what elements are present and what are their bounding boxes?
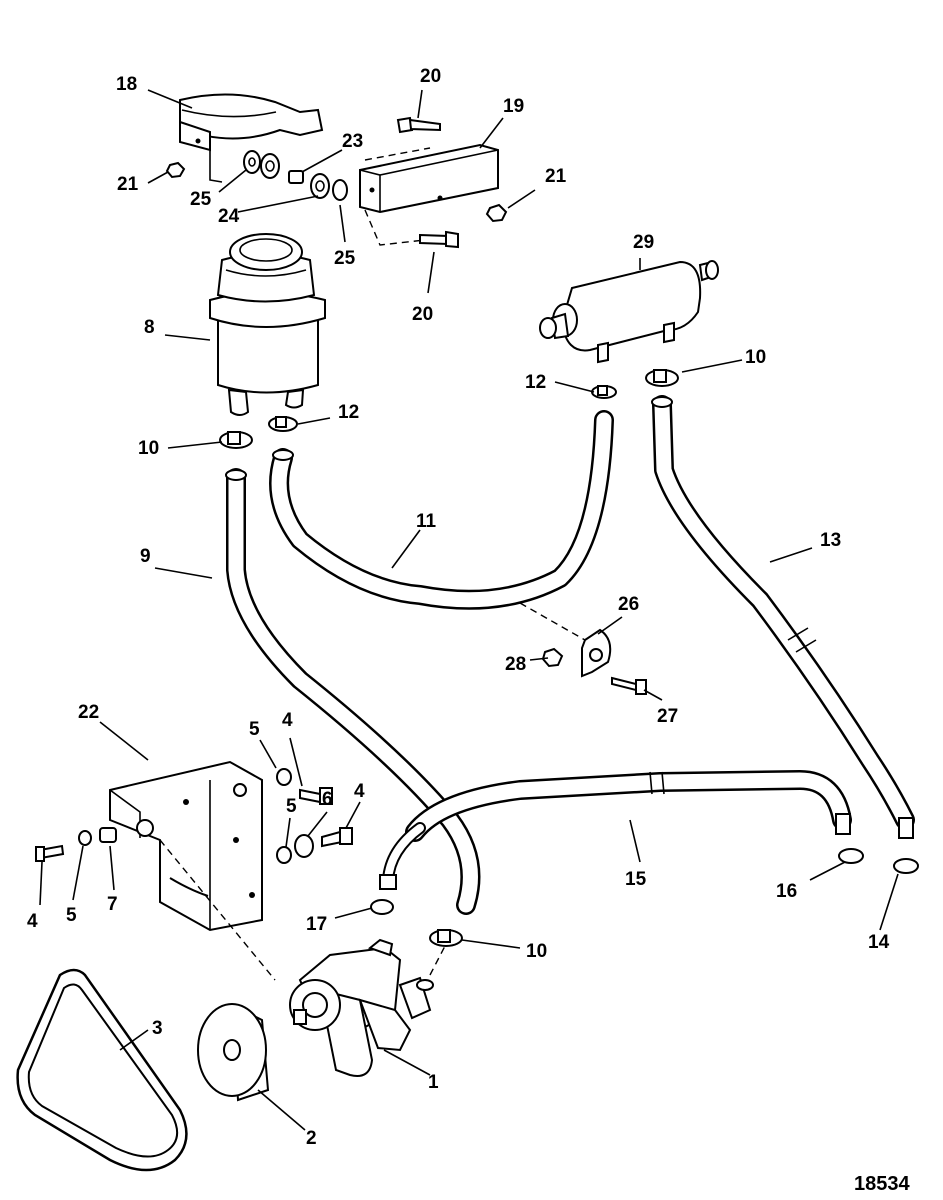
part-18-clamp (179, 93, 324, 183)
callout-25-right: 25 (334, 248, 356, 269)
part-24-bushing-right (310, 173, 330, 199)
part-12-clamp-left (268, 416, 298, 432)
hose-13 (651, 395, 915, 830)
part-21-nut-right (485, 203, 508, 223)
callout-26: 26 (618, 594, 639, 615)
hose-11 (269, 410, 614, 610)
part-2-pulley (197, 1003, 270, 1102)
part-12-clamp-right (591, 385, 617, 399)
callout-20-bottom: 20 (412, 304, 433, 325)
callout-numbers: 18 20 19 23 21 21 25 24 25 29 20 8 10 12… (27, 66, 890, 1149)
callout-17: 17 (306, 914, 327, 935)
callout-9: 9 (140, 546, 151, 567)
part-5-washer-top (276, 768, 292, 786)
callout-3: 3 (152, 1018, 163, 1039)
part-21-nut-left (165, 161, 186, 179)
part-8-reservoir (209, 233, 326, 416)
part-5-washer-mid (276, 846, 292, 864)
callout-14: 14 (868, 932, 890, 953)
part-17-o-ring (370, 899, 394, 915)
callout-21-right: 21 (545, 166, 567, 187)
part-23-spacer (288, 170, 304, 184)
fittings-14-16 (379, 813, 914, 890)
part-4-bolt-left (35, 844, 65, 862)
callout-2: 2 (306, 1128, 317, 1149)
callout-4-left: 4 (27, 911, 38, 932)
callout-12-left: 12 (338, 402, 359, 423)
part-10-clamp-bottom (429, 929, 463, 947)
part-25-washer-right (332, 179, 348, 201)
part-7-spacer (99, 827, 117, 843)
part-29-cooler (539, 260, 719, 364)
part-25-washer-left (243, 150, 261, 174)
callout-23: 23 (342, 131, 363, 152)
part-22-pump-bracket (109, 760, 276, 981)
part-26-hose-clip (519, 602, 612, 678)
callout-6: 6 (322, 789, 333, 810)
callout-5-mid: 5 (286, 796, 297, 817)
callout-20-top: 20 (420, 66, 441, 87)
callout-8: 8 (144, 317, 155, 338)
callout-29: 29 (633, 232, 654, 253)
callout-5-left: 5 (66, 905, 77, 926)
part-1-pump (289, 938, 446, 1077)
part-4-bolt-mid (321, 827, 353, 848)
part-4-bolt-top (299, 787, 333, 805)
part-24-bushing-left (260, 153, 280, 179)
reference-number: 18534 (854, 1173, 910, 1195)
callout-5-top: 5 (249, 719, 260, 740)
callout-25-left: 25 (190, 189, 212, 210)
part-10-clamp-right (645, 369, 679, 387)
part-27-screw (611, 676, 647, 695)
callout-18: 18 (116, 74, 137, 95)
callout-1: 1 (428, 1072, 439, 1093)
callout-10-left: 10 (138, 438, 159, 459)
callout-10-right: 10 (745, 347, 766, 368)
part-6-washer (294, 834, 314, 858)
callout-24: 24 (218, 206, 240, 227)
part-20-bolt-top (396, 116, 441, 134)
callout-10-bottom: 10 (526, 941, 547, 962)
callout-16: 16 (776, 881, 797, 902)
leader-lines (39, 89, 899, 1131)
callout-4-mid: 4 (354, 781, 365, 802)
callout-21-left: 21 (117, 174, 139, 195)
part-14-o-ring (893, 858, 919, 874)
callout-4-top: 4 (282, 710, 293, 731)
callout-11: 11 (416, 511, 437, 532)
hose-9 (225, 468, 481, 915)
callout-22: 22 (78, 702, 99, 723)
callout-7: 7 (107, 894, 118, 915)
callout-12-right: 12 (525, 372, 546, 393)
callout-15: 15 (625, 869, 647, 890)
part-20-bolt-bottom (419, 230, 459, 249)
callout-13: 13 (820, 530, 841, 551)
part-5-washer-left (78, 830, 92, 846)
part-16-o-ring (838, 848, 864, 864)
part-10-clamp-left (219, 431, 253, 449)
part-19-bracket (359, 143, 499, 246)
callout-19: 19 (503, 96, 524, 117)
callout-27: 27 (657, 706, 678, 727)
callout-28: 28 (505, 654, 526, 675)
part-3-belt (16, 968, 188, 1172)
